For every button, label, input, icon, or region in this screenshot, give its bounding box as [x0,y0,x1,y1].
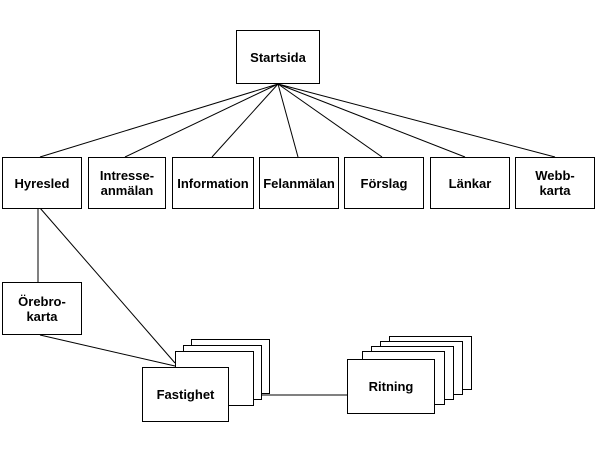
edge-startsida-intresse [124,83,279,158]
edge-startsida-felanmalan [277,83,299,158]
node-label: Webb- karta [535,168,575,198]
node-label: Startsida [250,49,306,65]
edge-orebro-fastighet [39,334,176,367]
node-label: Länkar [448,175,492,191]
edge-startsida-forslag [277,83,383,158]
node-label: Förslag [360,175,408,191]
node-label: Örebro- karta [18,293,66,324]
edge-hyresled-fastighet [39,207,176,364]
node-label: Ritning [368,379,414,394]
node-lankar: Länkar [430,157,510,209]
edge-startsida-hyresled [39,83,279,158]
node-label: Felanmälan [263,175,335,191]
node-label: Intresse- anmälan [99,168,155,198]
node-felanmalan: Felanmälan [259,157,339,209]
node-label: Information [177,175,249,191]
node-label: Hyresled [14,175,70,191]
node-startsida: Startsida [236,30,320,84]
node-orebrokarta: Örebro- karta [2,282,82,335]
edge-startsida-webbkarta [277,83,556,158]
node-webbkarta: Webb- karta [515,157,595,209]
edge-startsida-information [211,83,279,158]
node-intresseanmalan: Intresse- anmälan [88,157,166,209]
node-ritning: Ritning [347,359,435,414]
node-forslag: Förslag [344,157,424,209]
node-label: Fastighet [156,387,215,402]
node-hyresled: Hyresled [2,157,82,209]
edge-startsida-lankar [277,83,466,158]
node-fastighet: Fastighet [142,367,229,422]
node-information: Information [172,157,254,209]
